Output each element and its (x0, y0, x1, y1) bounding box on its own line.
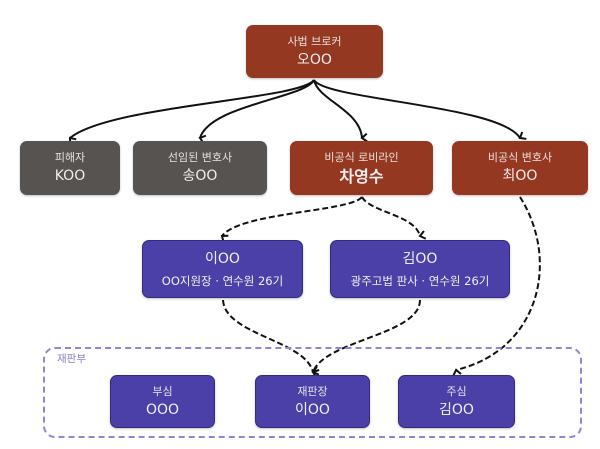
edge-broker-victim (68, 79, 315, 145)
node-role: 비공식 변호사 (487, 151, 553, 164)
node-role: 사법 브로커 (287, 34, 342, 48)
node-detail: 광주고법 판사 · 연수원 26기 (350, 273, 490, 288)
node-informal-lawyer: 비공식 변호사 최OO (452, 141, 588, 195)
edge-lobby-lee (220, 196, 363, 243)
node-associate-judge: 부심 OOO (110, 375, 215, 428)
node-name: KOO (54, 168, 86, 184)
court-panel-label: 재판부 (57, 353, 86, 365)
node-name: 김OO (439, 401, 474, 418)
node-kim: 김OO 광주고법 판사 · 연수원 26기 (330, 240, 510, 298)
node-name: 최OO (502, 168, 538, 184)
node-role: 주심 (446, 384, 467, 398)
node-name: 이OO (205, 250, 240, 267)
node-presiding-judge: 재판장 이OO (255, 375, 370, 428)
edge-kim-presiding (311, 299, 421, 379)
edge-broker-lobby-line (313, 79, 368, 143)
node-name: OOO (145, 401, 180, 418)
node-role: 부심 (152, 384, 173, 398)
node-victim: 피해자 KOO (20, 141, 120, 195)
node-name: 김OO (402, 250, 438, 267)
edge-broker-informal-lawyer (313, 79, 527, 140)
node-name: 이OO (295, 401, 330, 418)
node-detail: OO지원장 · 연수원 26기 (161, 273, 284, 288)
node-role: 선임된 변호사 (167, 151, 233, 164)
edge-lobby-kim (361, 196, 427, 240)
node-lead-judge: 주심 김OO (398, 375, 515, 428)
node-name: 송OO (182, 168, 218, 184)
court-panel-group (43, 347, 582, 438)
node-name: 차영수 (339, 167, 384, 186)
edge-informal-lead (452, 196, 541, 377)
node-name: 오OO (297, 51, 332, 68)
node-role: 비공식 로비라인 (324, 151, 399, 164)
node-hired-lawyer: 선임된 변호사 송OO (133, 141, 267, 195)
edge-lee-presiding (222, 299, 320, 376)
node-lee: 이OO OO지원장 · 연수원 26기 (142, 240, 303, 298)
node-role: 피해자 (54, 151, 86, 164)
node-role: 재판장 (297, 384, 328, 398)
node-broker: 사법 브로커 오OO (246, 25, 383, 78)
edge-broker-hired-lawyer (198, 79, 315, 144)
node-lobby-line: 비공식 로비라인 차영수 (290, 141, 433, 195)
